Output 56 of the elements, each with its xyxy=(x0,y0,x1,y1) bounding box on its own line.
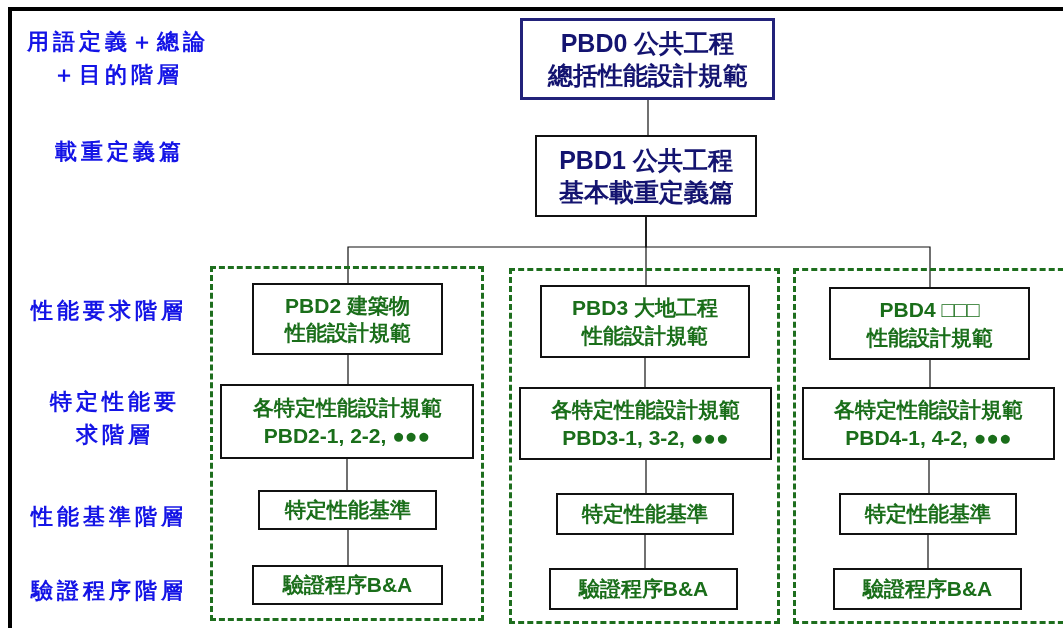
box-heading: PBD3 大地工程 xyxy=(572,295,718,322)
box-text: 總括性能設計規範 xyxy=(547,60,748,91)
box-text: PBD2-1, 2-2, ●●● xyxy=(263,422,431,449)
dashed-group-frame xyxy=(793,268,1063,624)
box-text: 特定性能基準 xyxy=(284,497,411,524)
process-box xyxy=(829,287,1030,360)
connector-line xyxy=(929,359,931,388)
level-label: 特定性能要求階層 xyxy=(50,388,180,449)
connector-line xyxy=(346,458,348,491)
connector-line xyxy=(645,216,931,288)
connector-line xyxy=(927,534,929,569)
process-box xyxy=(258,490,437,530)
connector-line xyxy=(347,354,349,385)
process-box xyxy=(802,387,1055,460)
box-text: 性能設計規範 xyxy=(284,320,411,346)
box-heading: PBD1 公共工程 xyxy=(559,144,733,176)
box-text: 驗證程序B&A xyxy=(578,576,709,603)
dashed-group-frame xyxy=(509,268,780,624)
process-box xyxy=(520,18,775,100)
box-text: PBD3-1, 3-2, ●●● xyxy=(562,424,729,451)
box-text: 驗證程序B&A xyxy=(282,572,413,599)
box-heading: PBD0 公共工程 xyxy=(560,27,735,59)
level-label: 驗證程序階層 xyxy=(29,577,188,605)
connector-line xyxy=(644,357,646,388)
connector-line xyxy=(644,534,646,569)
process-box xyxy=(535,135,757,217)
process-box xyxy=(839,493,1017,535)
process-box xyxy=(252,283,443,355)
level-label: 載重定義篇 xyxy=(54,138,186,166)
connector-line xyxy=(645,459,647,494)
process-box xyxy=(220,384,474,459)
box-text: 特定性能基準 xyxy=(582,501,708,528)
process-box xyxy=(833,568,1022,610)
box-heading: 各特定性能設計規範 xyxy=(252,395,442,422)
process-box xyxy=(252,565,443,605)
level-label: 用語定義＋總論＋目的階層 xyxy=(26,28,210,89)
connector-line xyxy=(347,529,349,566)
level-label: 性能要求階層 xyxy=(29,297,188,325)
box-text: 特定性能基準 xyxy=(865,501,991,528)
level-label: 性能基準階層 xyxy=(29,503,188,531)
box-text: 驗證程序B&A xyxy=(862,576,993,603)
box-heading: 各特定性能設計規範 xyxy=(834,397,1023,424)
box-heading: PBD2 建築物 xyxy=(285,292,410,319)
connector-line xyxy=(928,459,930,494)
process-box xyxy=(549,568,738,610)
box-heading: PBD4 □□□ xyxy=(879,297,980,324)
process-box xyxy=(519,387,772,460)
connector-line xyxy=(647,99,649,136)
dashed-group-frame xyxy=(210,266,484,621)
process-box xyxy=(540,285,750,358)
box-text: 性能設計規範 xyxy=(582,322,708,349)
box-text: PBD4-1, 4-2, ●●● xyxy=(845,424,1012,451)
box-text: 基本載重定義篇 xyxy=(558,177,734,208)
box-heading: 各特定性能設計規範 xyxy=(551,397,740,424)
box-text: 性能設計規範 xyxy=(866,324,993,351)
process-box xyxy=(556,493,734,535)
